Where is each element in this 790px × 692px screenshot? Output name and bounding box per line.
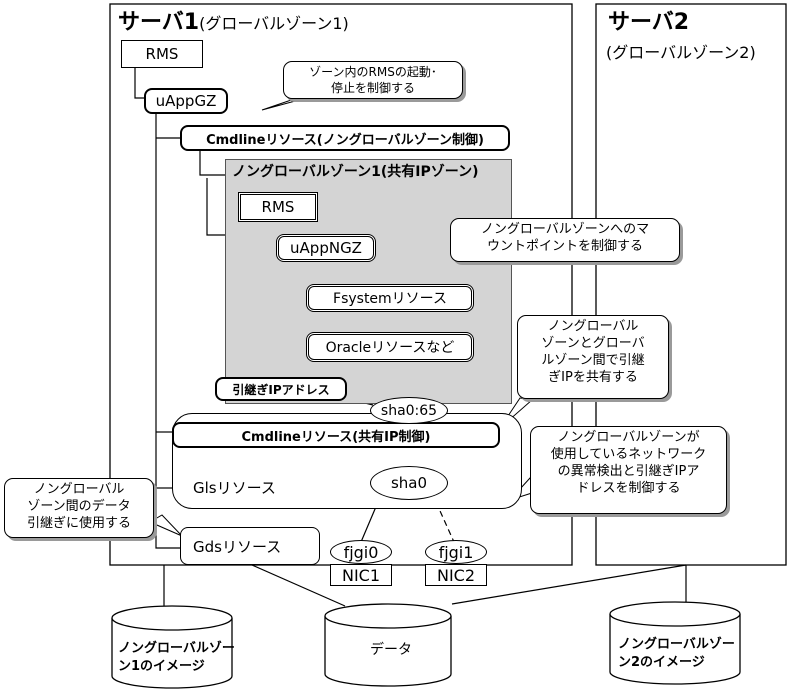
disk-ngz2-label: ノングローバルゾー ン2のイメージ	[618, 637, 735, 670]
server2-title: サーバ2	[608, 10, 690, 35]
disk-links	[163, 564, 687, 608]
disk-ngz2-body	[609, 614, 741, 685]
rms-global-label: RMS	[145, 45, 179, 63]
uappngz-box: uAppNGZ	[276, 234, 376, 262]
server2-subtitle: (グローバルゾーン2)	[606, 43, 756, 62]
fsystem-resource-box: Fsystemリソース	[306, 284, 474, 312]
rms-global-box: RMS	[121, 40, 203, 68]
oracle-resource-box: Oracleリソースなど	[306, 332, 474, 362]
fjgi1-node: fjgi1	[425, 540, 487, 564]
sha0-65-node: sha0:65	[370, 397, 448, 424]
cmdline-ip-box: Cmdlineリソース(共有IP制御)	[172, 422, 500, 448]
disk-ngz1-label: ノングローバルゾー ン1のイメージ	[118, 641, 235, 674]
sha0-label: sha0	[390, 474, 428, 492]
takeover-ip-label: 引継ぎIPアドレス	[232, 382, 330, 397]
fjgi1-label: fjgi1	[438, 542, 474, 562]
link-sha0-fjgi1	[435, 501, 455, 543]
takeover-ip-box: 引継ぎIPアドレス	[215, 377, 347, 401]
rms-ngz-box: RMS	[238, 192, 318, 222]
fjgi0-node: fjgi0	[330, 540, 392, 564]
disk-ngz1-top	[111, 605, 233, 631]
uappgz-box: uAppGZ	[144, 88, 228, 114]
nic1-label: NIC1	[341, 565, 381, 585]
cmdline-ngz-label: Cmdlineリソース(ノングローバルゾーン制御)	[206, 132, 484, 148]
fjgi0-label: fjgi0	[343, 542, 379, 562]
gds-resource-box: Gdsリソース	[180, 527, 320, 565]
rms-ngz-label: RMS	[261, 198, 295, 216]
callout-mount-control: ノングローバルゾーンへのマ ウントポイントを制御する	[450, 218, 680, 262]
callout-gls-control: ノングローバルゾーンが 使用しているネットワーク の異常検出と引継ぎIPア ドレ…	[530, 426, 727, 514]
disk-data-label: データ	[370, 642, 412, 658]
sha0-65-label: sha0:65	[380, 402, 438, 419]
sha0-node: sha0	[370, 466, 448, 500]
callout-gds-usage: ノングローバル ゾーン間のデータ 引継ぎに使用する	[4, 478, 154, 538]
uappngz-label: uAppNGZ	[290, 239, 362, 257]
gls-resource-label: Glsリソース	[193, 479, 276, 497]
callout-rms-control: ゾーン内のRMSの起動･ 停止を制御する	[283, 61, 463, 99]
server1-title: サーバ1	[118, 10, 200, 35]
gds-resource-label: Gdsリソース	[193, 537, 282, 556]
callout-share-ip: ノングローバル ゾーンとグローバ ルゾーン間で引継 ぎIPを共有する	[517, 315, 669, 399]
cmdline-ngz-box: Cmdlineリソース(ノングローバルゾーン制御)	[180, 125, 510, 151]
uappgz-label: uAppGZ	[155, 92, 217, 110]
cmdline-ip-label: Cmdlineリソース(共有IP制御)	[241, 429, 431, 445]
disk-data-body	[324, 616, 452, 687]
server1-subtitle: (グローバルゾーン1)	[199, 14, 349, 33]
nic2-box: NIC2	[425, 564, 487, 586]
nic1-box: NIC1	[330, 564, 392, 586]
nic2-label: NIC2	[436, 565, 476, 585]
disk-ngz2-top	[609, 601, 741, 627]
disk-data-top	[324, 603, 452, 629]
oracle-resource-label: Oracleリソースなど	[325, 340, 455, 356]
fsystem-resource-label: Fsystemリソース	[333, 291, 447, 307]
server1-title-group: サーバ1(グローバルゾーン1)	[118, 10, 349, 35]
ngz1-title: ノングローバルゾーン1(共有IPゾーン)	[232, 164, 479, 180]
disk-ngz1-body	[111, 618, 233, 689]
